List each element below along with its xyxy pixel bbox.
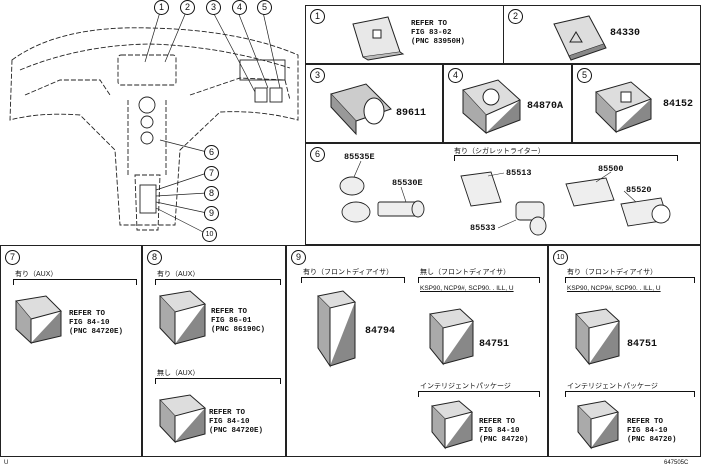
panel-10: 10 有り（フロントディアイサ） KSP90, NCP9#, SCP90. . … bbox=[548, 245, 701, 457]
panel-8: 8 有り（AUX） REFER TO FIG 86-01 (PNC 86190C… bbox=[142, 245, 286, 457]
panel-6-number: 6 bbox=[310, 147, 325, 162]
panel-8-reference-2: REFER TO FIG 84-10 (PNC 84720E) bbox=[209, 409, 264, 435]
part-number-84330: 84330 bbox=[610, 28, 641, 39]
panel-1-reference: REFER TO FIG 83-02 (PNC 83950H) bbox=[411, 20, 466, 46]
panel-9-model-codes: KSP90, NCP9#, SCP90. . ILL, U bbox=[420, 285, 514, 292]
callout-10: 10 bbox=[202, 227, 217, 242]
part-number-85520: 85520 bbox=[626, 185, 652, 195]
switch-84152-drawing bbox=[595, 81, 652, 134]
part-number-84751-a: 84751 bbox=[479, 339, 510, 350]
part-number-84870A: 84870A bbox=[527, 101, 564, 112]
panel-7-caption: 有り（AUX） bbox=[15, 271, 58, 278]
callout-4: 4 bbox=[232, 0, 247, 15]
panel-10-model-codes: KSP90, NCP9#, SCP90. . ILL, U bbox=[567, 285, 661, 292]
panel-10-caption-with-deicer: 有り（フロントディアイサ） bbox=[567, 269, 658, 276]
panel-5: 5 84152 bbox=[572, 64, 701, 143]
panel-9-bracket-3 bbox=[418, 391, 540, 397]
panel-4-number: 4 bbox=[448, 68, 463, 83]
dashboard-illustration bbox=[9, 11, 299, 235]
deicer-switch-drawing bbox=[316, 290, 357, 368]
footer-right: 647505C bbox=[664, 460, 689, 466]
panel-9-bracket-2 bbox=[418, 277, 540, 283]
panel-6-drawings bbox=[339, 160, 671, 236]
panel-3-number: 3 bbox=[310, 68, 325, 83]
panel-9-caption-with-deicer: 有り（フロントディアイサ） bbox=[303, 269, 394, 276]
panel-2-number: 2 bbox=[508, 9, 523, 24]
panel-9-reference: REFER TO FIG 84-10 (PNC 84720) bbox=[479, 418, 529, 444]
part-number-84794: 84794 bbox=[365, 326, 396, 337]
panel-1-number: 1 bbox=[310, 9, 325, 24]
panel-8-caption-without-aux: 無し（AUX） bbox=[157, 370, 200, 377]
panel-5-number: 5 bbox=[577, 68, 592, 83]
callout-6: 6 bbox=[204, 145, 219, 160]
panel-2: 2 84330 bbox=[503, 5, 701, 64]
panel-10-reference: REFER TO FIG 84-10 (PNC 84720) bbox=[627, 418, 677, 444]
panel-7: 7 有り（AUX） REFER TO FIG 84-10 (PNC 84720E… bbox=[0, 245, 142, 457]
panel-8-caption-with-aux: 有り（AUX） bbox=[157, 271, 200, 278]
callout-2: 2 bbox=[180, 0, 195, 15]
blank-switch-drawing bbox=[158, 394, 207, 444]
part-number-85513: 85513 bbox=[506, 168, 532, 178]
callout-1: 1 bbox=[154, 0, 169, 15]
part-number-89611: 89611 bbox=[396, 108, 427, 119]
aux-switch-drawing bbox=[158, 290, 207, 346]
hazard-switch-drawing bbox=[553, 15, 607, 61]
panel-10-bracket-2 bbox=[565, 391, 695, 397]
panel-4: 4 84870A bbox=[443, 64, 572, 143]
panel-9-bracket-1 bbox=[301, 277, 405, 283]
panel-7-number: 7 bbox=[5, 250, 20, 265]
switch-84751-drawing-2 bbox=[575, 308, 621, 366]
dashboard-overview: 1 2 3 4 5 6 7 8 9 10 bbox=[0, 0, 305, 245]
callout-3: 3 bbox=[206, 0, 221, 15]
panel-6: 6 有り（シガレットライター） 85535E 85530E 85513 8553… bbox=[305, 143, 701, 245]
panel-7-reference: REFER TO FIG 84-10 (PNC 84720E) bbox=[69, 310, 124, 336]
part-number-84152: 84152 bbox=[663, 99, 694, 110]
panel-9: 9 有り（フロントディアイサ） 84794 無し（フロントディアイサ） KSP9… bbox=[286, 245, 548, 457]
part-number-85533: 85533 bbox=[470, 223, 496, 233]
callout-8: 8 bbox=[204, 186, 219, 201]
mirror-switch-drawing bbox=[462, 79, 521, 135]
part-number-85530E: 85530E bbox=[392, 178, 423, 188]
part-number-85535E: 85535E bbox=[344, 152, 375, 162]
switch-84751-drawing bbox=[429, 308, 475, 366]
panel-8-reference-1: REFER TO FIG 86-01 (PNC 86190C) bbox=[211, 308, 266, 334]
panel-7-bracket bbox=[13, 279, 137, 285]
callout-7: 7 bbox=[204, 166, 219, 181]
panel-10-intelligent-package: インテリジェントパッケージ bbox=[567, 383, 658, 390]
blank-switch-drawing-2 bbox=[430, 400, 474, 450]
footer-left: U bbox=[4, 460, 9, 466]
panel-9-number: 9 bbox=[291, 250, 306, 265]
panel-8-bracket-1 bbox=[155, 279, 281, 285]
panel-6-bracket bbox=[454, 155, 678, 161]
part-number-84751-b: 84751 bbox=[627, 339, 658, 350]
panel-9-caption-without-deicer: 無し（フロントディアイサ） bbox=[420, 269, 511, 276]
panel-3: 3 89611 bbox=[305, 64, 443, 143]
callout-9: 9 bbox=[204, 206, 219, 221]
blank-switch-drawing-3 bbox=[576, 400, 620, 450]
start-button-drawing bbox=[330, 83, 392, 136]
aux-jack-drawing bbox=[15, 295, 62, 345]
panel-9-intelligent-package: インテリジェントパッケージ bbox=[420, 383, 511, 390]
panel-8-number: 8 bbox=[147, 250, 162, 265]
panel-1-switch-drawing bbox=[352, 16, 405, 61]
part-number-85500: 85500 bbox=[598, 164, 624, 174]
panel-8-bracket-2 bbox=[155, 378, 281, 384]
panel-10-number: 10 bbox=[553, 250, 568, 265]
panel-6-caption: 有り（シガレットライター） bbox=[454, 148, 545, 155]
panel-10-bracket-1 bbox=[565, 277, 695, 283]
panel-1: 1 REFER TO FIG 83-02 (PNC 83950H) bbox=[305, 5, 504, 64]
callout-5: 5 bbox=[257, 0, 272, 15]
